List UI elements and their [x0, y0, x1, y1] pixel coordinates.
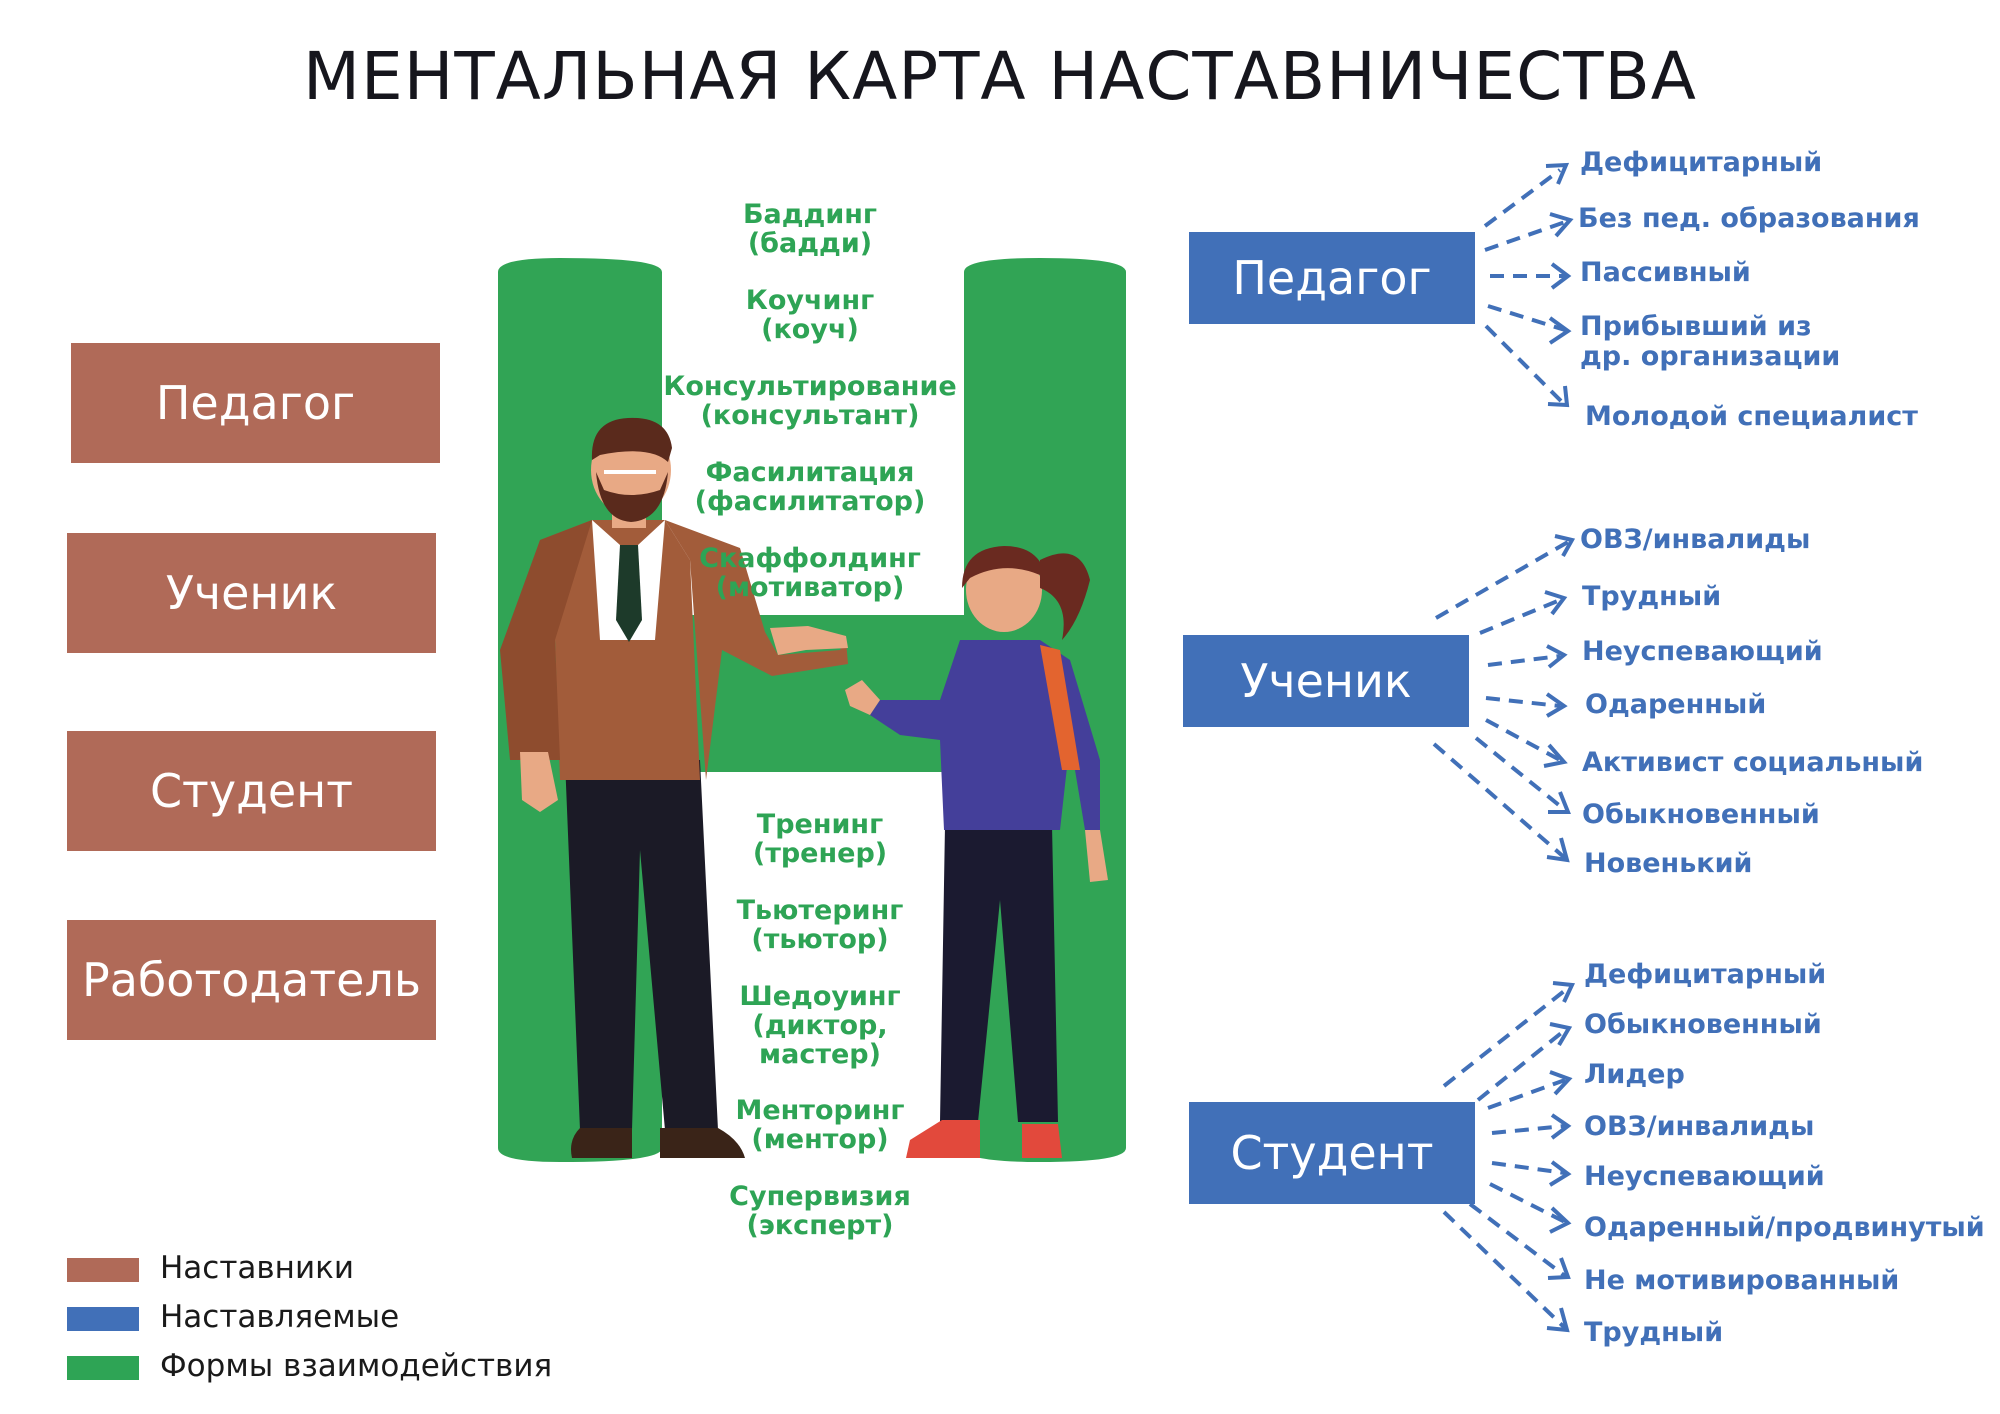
- branch-label: Не мотивированный: [1584, 1265, 1900, 1296]
- arrows-mentee-uchenik: [1432, 540, 1569, 860]
- branch-label: Активист социальный: [1582, 747, 1924, 778]
- form-label-scaffolding: Скаффолдинг (мотиватор): [699, 543, 921, 603]
- form-label-mentoring: Менторинг (ментор): [735, 1095, 905, 1155]
- branch-label: Неуспевающий: [1584, 1161, 1825, 1192]
- branch-label: Без пед. образования: [1578, 203, 1920, 234]
- branch-label: Молодой специалист: [1585, 401, 1918, 432]
- branch-label: Лидер: [1584, 1059, 1685, 1090]
- mentee-box-student: Студент: [1189, 1102, 1475, 1204]
- mentee-figure: [845, 546, 1108, 1158]
- branch-label: Трудный: [1582, 581, 1722, 612]
- branch-label: Одаренный: [1585, 689, 1767, 720]
- branch-label: ОВЗ/инвалиды: [1584, 1111, 1815, 1142]
- arrow-heads: [1543, 162, 1576, 1333]
- form-label-supervision: Супервизия (эксперт): [729, 1181, 911, 1241]
- form-label-consulting: Консультирование (консультант): [663, 371, 957, 431]
- branch-label: Неуспевающий: [1582, 636, 1823, 667]
- legend-label-forms: Формы взаимодействия: [160, 1348, 553, 1384]
- legend-swatch-mentees: [67, 1307, 139, 1331]
- form-label-shadowing: Шедоуинг (диктор, мастер): [739, 981, 901, 1070]
- branch-label: Прибывший из др. организации: [1580, 311, 1841, 372]
- branch-label: Обыкновенный: [1582, 799, 1820, 830]
- form-label-tutoring: Тьютеринг (тьютор): [736, 895, 904, 955]
- branch-label: Пассивный: [1580, 257, 1751, 288]
- branch-label: Обыкновенный: [1584, 1009, 1822, 1040]
- legend-swatch-mentors: [67, 1258, 139, 1282]
- branch-label: ОВЗ/инвалиды: [1580, 524, 1811, 555]
- branch-label: Дефицитарный: [1584, 959, 1827, 990]
- page-title: МЕНТАЛЬНАЯ КАРТА НАСТАВНИЧЕСТВА: [303, 38, 1697, 115]
- mentor-box-employer: Работодатель: [67, 920, 436, 1040]
- branch-label: Трудный: [1584, 1317, 1724, 1348]
- arrows-mentee-pedagog: [1483, 168, 1567, 407]
- branch-label: Новенький: [1584, 848, 1753, 879]
- legend-swatch-forms: [67, 1356, 139, 1380]
- mentor-figure: [500, 417, 848, 1158]
- mentor-box-student: Студент: [67, 731, 436, 851]
- legend-label-mentors: Наставники: [160, 1250, 354, 1286]
- legend-label-mentees: Наставляемые: [160, 1299, 400, 1335]
- branch-label: Одаренный/продвинутый: [1584, 1212, 1985, 1243]
- form-label-facilitation: Фасилитация (фасилитатор): [694, 457, 926, 517]
- arrows-mentee-student: [1442, 986, 1570, 1330]
- form-label-training: Тренинг (тренер): [752, 809, 888, 869]
- branch-label: Дефицитарный: [1580, 147, 1823, 178]
- mentee-box-pedagog: Педагог: [1189, 232, 1475, 324]
- mentee-box-uchenik: Ученик: [1183, 635, 1469, 727]
- mentor-box-uchenik: Ученик: [67, 533, 436, 653]
- form-label-coaching: Коучинг (коуч): [745, 285, 875, 345]
- form-label-badding: Баддинг (бадди): [742, 199, 878, 259]
- mentor-box-pedagog: Педагог: [71, 343, 440, 463]
